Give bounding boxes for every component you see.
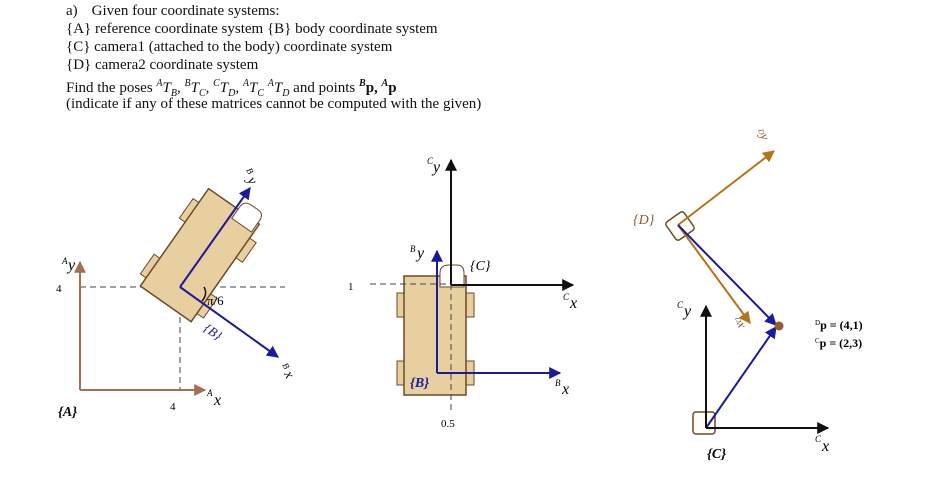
- by-sup: B: [410, 244, 416, 254]
- frame-d-label: {D}: [633, 213, 655, 228]
- vector-c-to-p: [705, 326, 777, 429]
- tick-y-4: 4: [56, 283, 62, 295]
- dy-label: Dy: [755, 125, 773, 142]
- cy-label: y: [431, 159, 441, 176]
- cy-sup: C: [427, 156, 434, 166]
- cx-label: x: [569, 295, 577, 312]
- bx-label: x: [561, 381, 569, 398]
- ay-label: y: [66, 257, 76, 274]
- frame-c-label: {C}: [707, 447, 726, 462]
- vector-d-to-p: [677, 224, 777, 326]
- diagram-2: C y B y {C} C x B x {B} 1 0.5: [348, 156, 577, 430]
- tick-y-1: 1: [348, 281, 354, 293]
- intro-line: a)Given four coordinate systems:: [66, 3, 280, 19]
- dp-label: Dp = (4,1): [815, 318, 863, 332]
- frame-b-label: {B}: [201, 320, 225, 343]
- by-label: y: [415, 245, 425, 262]
- axis-bx: [179, 286, 279, 358]
- tick-x-05: 0.5: [441, 418, 455, 430]
- line-d: {D} camera2 coordinate system: [66, 57, 259, 73]
- frame-a-label: {A}: [58, 405, 77, 420]
- by-label: y: [243, 173, 260, 188]
- ax-sup: A: [206, 388, 213, 398]
- camera-c: [692, 411, 716, 435]
- line-c: {C} camera1 (attached to the body) coord…: [66, 39, 393, 55]
- point-p: [774, 321, 784, 331]
- line-a: {A} reference coordinate system {B} body…: [66, 21, 438, 37]
- diagram-1: π/6 A y 4 4 A x {A} {B} B y B x: [56, 166, 297, 420]
- dx-label: Dx: [732, 313, 750, 330]
- axis-by: [179, 187, 251, 288]
- tick-x-4: 4: [170, 401, 176, 413]
- cx-sup: C: [815, 434, 822, 444]
- axis-dx: [677, 224, 751, 324]
- axis-dy: [677, 150, 775, 226]
- angle-arc: [201, 286, 207, 302]
- ax-label: x: [213, 392, 221, 409]
- bx-sup: B: [280, 361, 292, 371]
- frame-b-label: {B}: [410, 376, 429, 391]
- frame-c-label: {C}: [470, 259, 491, 274]
- bx-sup: B: [555, 378, 561, 388]
- cp-label: Cp = (2,3): [815, 336, 862, 350]
- cy-label: y: [682, 303, 692, 320]
- diagram-3: {D} {C} C y C x Dy Dx Dp = (4,1) Cp = (2…: [633, 125, 863, 462]
- by-sup: B: [244, 166, 256, 176]
- ay-sup: A: [61, 256, 68, 266]
- cx-sup: C: [563, 292, 570, 302]
- cx-label: x: [821, 438, 829, 455]
- pose-list: ATB, BTC, CTD, ATC ATD: [156, 78, 290, 99]
- angle-label: π/6: [207, 293, 224, 308]
- note-line: (indicate if any of these matrices canno…: [66, 96, 482, 112]
- cy-sup: C: [677, 300, 684, 310]
- find-line: Find the poses ATB, BTC, CTD, ATC ATD an…: [66, 78, 397, 99]
